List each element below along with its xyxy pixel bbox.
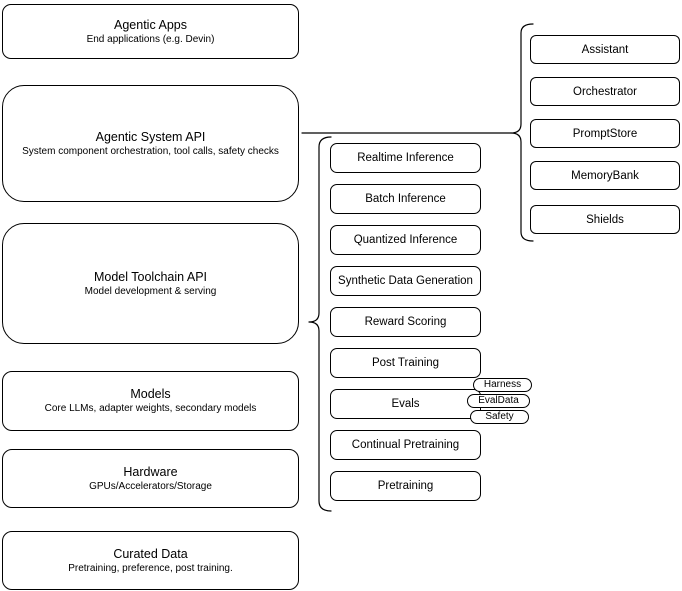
toolchain-brace (308, 136, 332, 512)
node-post-training: Post Training (330, 348, 481, 378)
node-agentic-apps: Agentic Apps End applications (e.g. Devi… (2, 4, 299, 59)
node-agentic-system-api: Agentic System API System component orch… (2, 85, 299, 202)
node-batch-inference: Batch Inference (330, 184, 481, 214)
node-quantized-inference: Quantized Inference (330, 225, 481, 255)
node-label: Post Training (371, 357, 440, 369)
node-subtitle: Model development & serving (84, 285, 217, 297)
node-label: MemoryBank (571, 169, 639, 182)
node-title: Hardware (123, 464, 178, 479)
node-label: Continual Pretraining (351, 439, 460, 451)
node-label: Batch Inference (365, 193, 446, 205)
node-hardware: Hardware GPUs/Accelerators/Storage (2, 449, 299, 508)
node-subtitle: Pretraining, preference, post training. (68, 562, 233, 574)
node-label: Evals (391, 398, 420, 410)
node-promptstore: PromptStore (530, 119, 680, 148)
node-continual-pretraining: Continual Pretraining (330, 430, 481, 460)
node-subtitle: GPUs/Accelerators/Storage (89, 480, 212, 492)
node-pretraining: Pretraining (330, 471, 481, 501)
node-realtime-inference: Realtime Inference (330, 143, 481, 173)
node-memorybank: MemoryBank (530, 161, 680, 190)
node-label: Realtime Inference (357, 152, 454, 164)
tag-evaldata: EvalData (467, 394, 530, 408)
node-curated-data: Curated Data Pretraining, preference, po… (2, 531, 299, 590)
node-subtitle: Core LLMs, adapter weights, secondary mo… (44, 403, 257, 414)
node-shields: Shields (530, 205, 680, 234)
node-label: Orchestrator (573, 85, 637, 98)
node-title: Agentic System API (95, 129, 206, 144)
node-title: Curated Data (113, 546, 188, 561)
node-label: PromptStore (572, 127, 638, 140)
tag-safety: Safety (470, 410, 529, 424)
node-title: Agentic Apps (114, 17, 187, 32)
node-label: Assistant (581, 43, 629, 56)
node-title: Model Toolchain API (93, 269, 208, 284)
node-label: Quantized Inference (353, 234, 458, 246)
node-model-toolchain-api: Model Toolchain API Model development & … (2, 223, 299, 344)
node-assistant: Assistant (530, 35, 680, 64)
node-label: Pretraining (377, 480, 434, 492)
node-title: Models (130, 387, 171, 401)
node-models: Models Core LLMs, adapter weights, secon… (2, 371, 299, 431)
node-label: Synthetic Data Generation (338, 275, 473, 287)
tag-harness: Harness (473, 378, 532, 392)
node-subtitle: End applications (e.g. Devin) (86, 33, 215, 45)
node-reward-scoring: Reward Scoring (330, 307, 481, 337)
node-evals: Evals (330, 389, 481, 419)
node-orchestrator: Orchestrator (530, 77, 680, 106)
node-label: Reward Scoring (364, 316, 447, 328)
node-label: Shields (586, 213, 624, 226)
node-synthetic-data-generation: Synthetic Data Generation (330, 266, 481, 296)
node-subtitle: System component orchestration, tool cal… (22, 145, 279, 157)
